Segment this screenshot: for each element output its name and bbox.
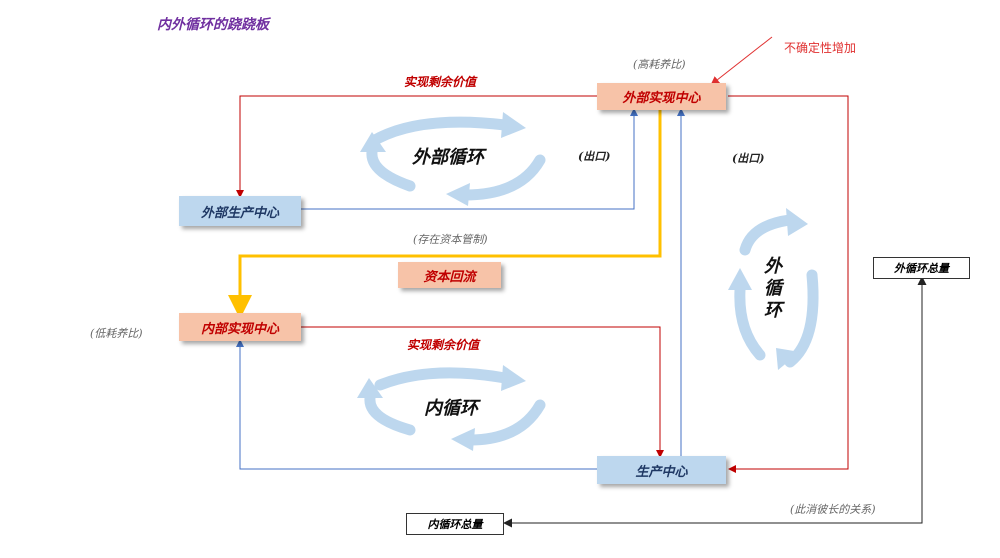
capital-return-line [228, 110, 662, 319]
vertical-cycle-label: 外 循 环 [762, 256, 784, 322]
node-external-production: 外部生产中心 [179, 196, 301, 226]
page-title: 内外循环的跷跷板 [157, 17, 269, 33]
surplus-label-top: 实现剩余价值 [404, 75, 477, 89]
export-flow-left-line [301, 108, 638, 210]
external-cycle-arrows [366, 116, 546, 201]
internal-cycle-label: 内循环 [424, 398, 478, 419]
node-external-realization: 外部实现中心 [597, 83, 726, 110]
internal-supply-line [236, 339, 597, 470]
surplus-flow-bottom-line [301, 326, 664, 458]
outlet-label-left: (出口) [578, 150, 611, 163]
tradeoff-note: (此消彼长的关系) [790, 503, 876, 516]
external-total-box: 外循环总量 [873, 257, 970, 279]
outlet-label-right: (出口) [732, 152, 765, 165]
surplus-flow-top-line [236, 95, 597, 198]
vertical-cycle-char-1: 外 [764, 256, 782, 277]
vertical-cycle-char-2: 循 [764, 278, 782, 299]
surplus-label-bottom: 实现剩余价值 [407, 338, 480, 352]
low-ratio-note: (低耗养比) [90, 327, 143, 340]
internal-total-box: 内循环总量 [406, 513, 504, 535]
tradeoff-line [503, 276, 927, 524]
high-ratio-note: (高耗养比) [633, 58, 686, 71]
external-cycle-label: 外部循环 [412, 147, 484, 168]
vertical-cycle-char-3: 环 [764, 300, 782, 321]
uncertainty-callout: 不确定性增加 [784, 41, 857, 55]
uncertainty-callout-arrow [710, 36, 773, 86]
node-internal-realization: 内部实现中心 [179, 313, 301, 341]
capital-return-label: 资本回流 [398, 262, 501, 288]
node-production: 生产中心 [597, 456, 726, 484]
surplus-flow-right-line [728, 95, 849, 473]
capital-control-note: (存在资本管制) [413, 233, 488, 246]
